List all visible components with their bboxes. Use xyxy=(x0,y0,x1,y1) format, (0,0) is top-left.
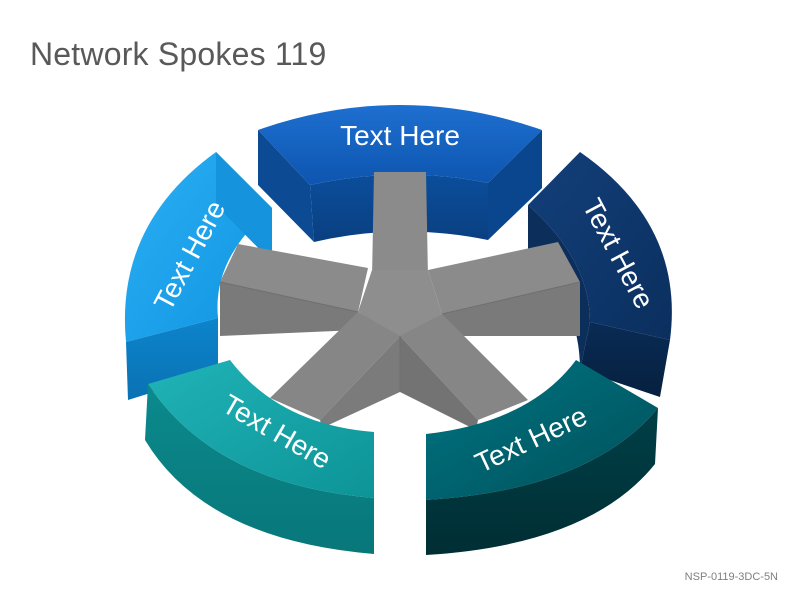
segment-top-face xyxy=(258,105,542,185)
segment-upper-right-face xyxy=(528,152,672,340)
page-title: Network Spokes 119 xyxy=(30,36,327,72)
hub-top-spoke xyxy=(372,172,428,278)
segment-lower-right-side xyxy=(426,408,658,555)
segment-upper-left-side xyxy=(126,318,218,400)
segment-top-end xyxy=(488,130,542,240)
segment-lower-left-side xyxy=(145,384,374,554)
hub-lower-right-spoke-side xyxy=(400,336,478,430)
segment-lower-right-face xyxy=(426,360,658,500)
segment-upper-left-end xyxy=(216,152,272,262)
segment-lower-left-face xyxy=(148,360,374,498)
hub-right-spoke xyxy=(428,242,580,314)
hub-center xyxy=(358,270,442,338)
segment-top-label: Text Here xyxy=(340,120,460,151)
hub-lower-left-spoke-side xyxy=(320,336,400,428)
hub xyxy=(219,172,581,430)
hub-left-spoke-side xyxy=(220,282,358,336)
segment-lower-right xyxy=(426,360,658,555)
hub-right-spoke-side xyxy=(442,282,580,336)
segment-lower-left xyxy=(145,360,374,554)
product-code: NSP-0119-3DC-5N xyxy=(684,571,778,583)
segment-upper-right-side xyxy=(580,322,670,397)
segment-upper-left xyxy=(124,152,272,400)
hub-left-spoke xyxy=(220,244,368,312)
hub-lower-right-spoke xyxy=(400,314,528,420)
hub-edge-lines xyxy=(219,281,581,392)
hub-lower-left-spoke xyxy=(270,312,400,420)
segment-top-end-left xyxy=(258,130,314,242)
